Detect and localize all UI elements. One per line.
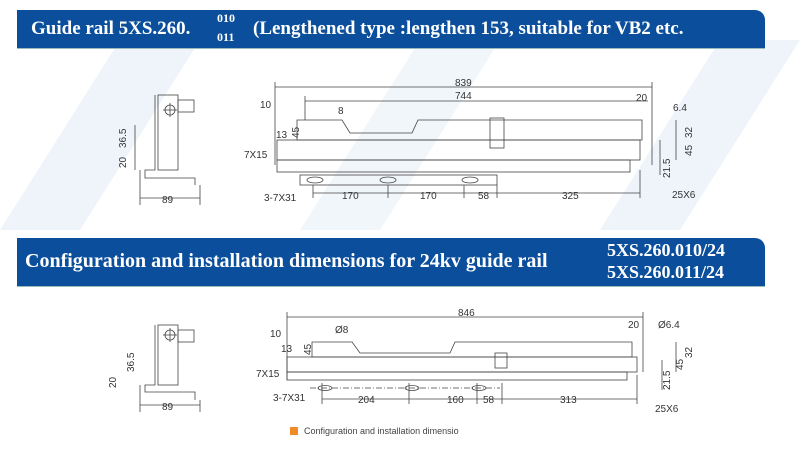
section1-header: Guide rail 5XS.260. 010 011 (Lengthened … [17,10,765,48]
side-view-1: 20 36.5 89 [118,94,201,206]
dim2-13: 13 [281,344,293,355]
section1-title-suffix: (Lengthened type :lengthen 153, suitable… [253,18,684,39]
side2-dim-b: 20 [108,376,119,388]
dim2-slots: 3-7X31 [273,393,306,404]
side2-dim-a: 36.5 [126,352,137,372]
section1-title-prefix: Guide rail 5XS.260. [31,18,191,39]
dim2-overall: 846 [458,308,475,319]
dim-45b: 45 [684,144,695,156]
section1-code-bottom: 011 [217,30,235,44]
main-view-2: 846 10 Ø8 20 Ø6.4 13 45 7X15 3-7X31 204 … [256,308,695,415]
dim-slot-end: 7X15 [244,150,268,161]
dim-inner: 744 [455,91,472,102]
dim-hole: 8 [338,106,344,117]
dim-20: 20 [636,93,648,104]
dim-32: 32 [684,126,695,138]
dim-45a: 45 [291,126,302,138]
dim-13: 13 [276,130,288,141]
dim2-hole: Ø8 [335,325,349,336]
dim2-32: 32 [684,346,695,358]
section2-code1: 5XS.260.010/24 [607,240,726,260]
dim2-s2: 160 [447,395,464,406]
dim2-slot-end: 7X15 [256,369,280,380]
side1-dim-a: 36.5 [118,128,129,148]
dim-slots: 3-7X31 [264,193,297,204]
side-view-2: 36.5 20 89 [108,324,201,413]
section1-code-top: 010 [217,11,235,25]
legend-label: Configuration and installation dimensio [304,426,459,436]
dim2-s4: 313 [560,395,577,406]
dim2-s1: 204 [358,395,375,406]
dim2-21-5: 21.5 [662,370,673,390]
side1-dim-b: 20 [118,156,129,168]
dim2-tab: 25X6 [655,404,679,415]
legend-swatch [290,427,298,435]
dim-hole2: 6.4 [673,103,687,114]
dim-10: 10 [260,100,272,111]
section2-title: Configuration and installation dimension… [25,250,548,272]
dim-21-5: 21.5 [662,158,673,178]
dim2-10: 10 [270,329,282,340]
dim-s4: 325 [562,191,579,202]
dim2-s3: 58 [483,395,495,406]
section2-header: Configuration and installation dimension… [17,238,765,286]
legend: Configuration and installation dimensio [290,426,459,436]
dim-tab: 25X6 [672,190,696,201]
dim2-45a: 45 [303,343,314,355]
dim2-45b: 45 [675,358,686,370]
dim-overall: 839 [455,78,472,89]
dim-s3: 58 [478,191,490,202]
dim-s1: 170 [342,191,359,202]
side1-width: 89 [162,195,174,206]
dim2-hole2: Ø6.4 [658,320,680,331]
dim-s2: 170 [420,191,437,202]
dim2-20: 20 [628,320,640,331]
main-view-1: 839 744 10 8 20 6.4 13 45 7X15 3-7X31 17… [244,78,696,204]
section2-code2: 5XS.260.011/24 [607,262,725,282]
side2-width: 89 [162,402,174,413]
